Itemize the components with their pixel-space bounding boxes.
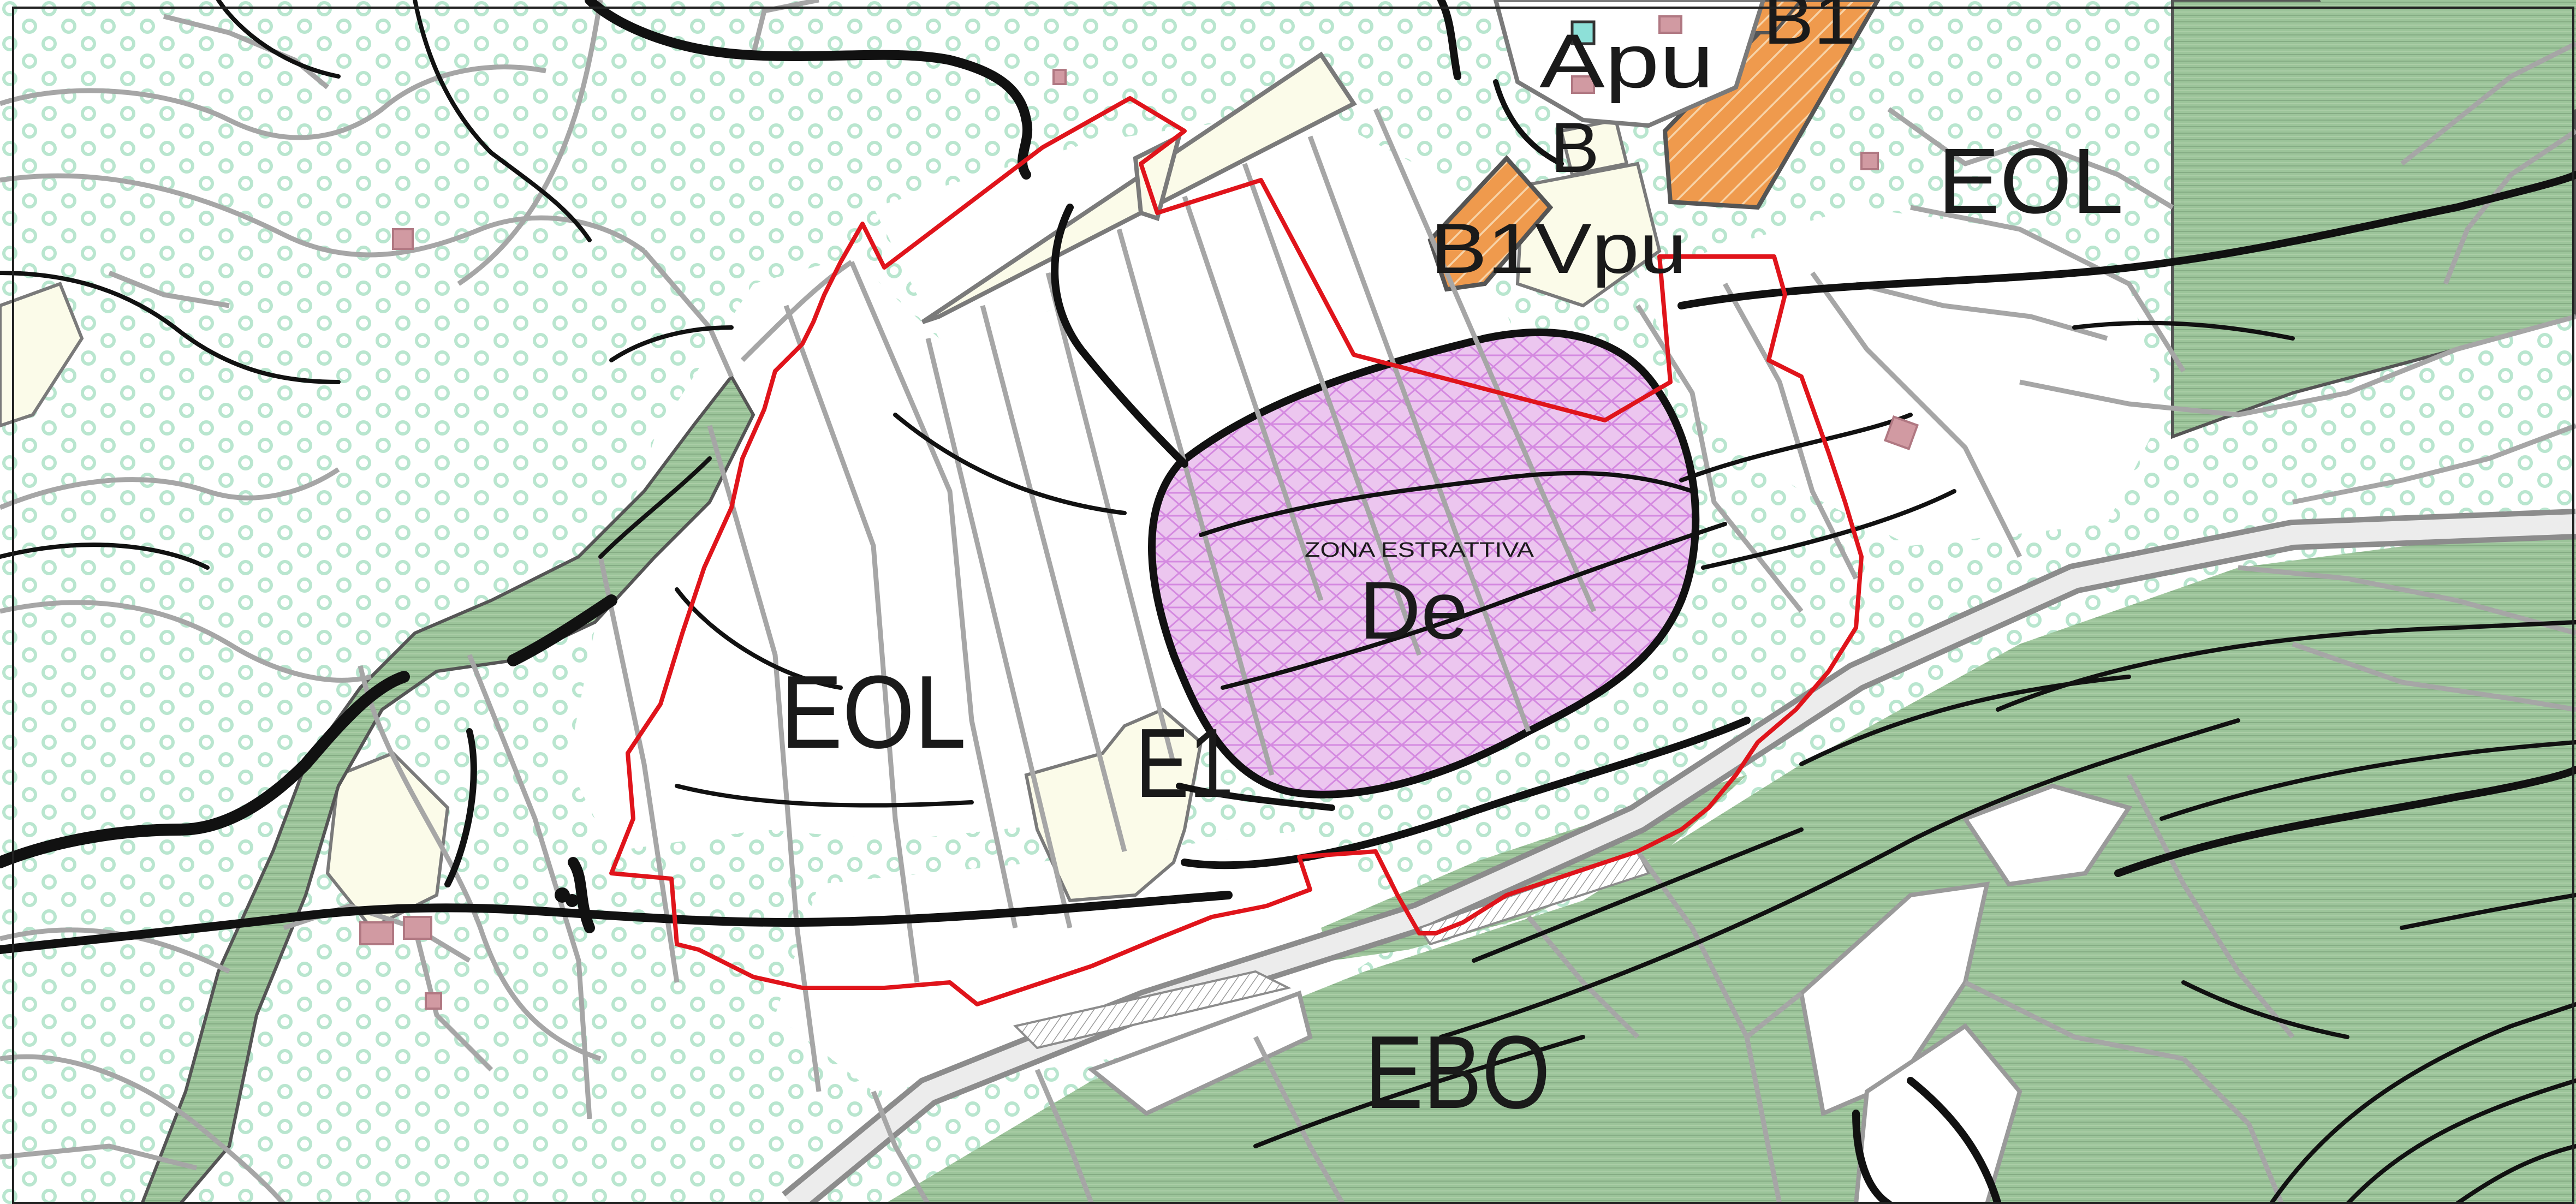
- b-zone-patch: [1559, 118, 1629, 177]
- map-frame-border: [12, 7, 2574, 1204]
- zone-label-eol-northeast: EOL: [1938, 129, 2123, 233]
- zone-label-de-caption: ZONA ESTRATTIVA: [1305, 539, 1534, 562]
- ebo-forest-zone-west: [140, 373, 755, 1204]
- zone-label-ebo: EBO: [1365, 1015, 1550, 1130]
- pond-symbols: [555, 887, 579, 907]
- residential-zone-b1-west: [1427, 155, 1554, 292]
- main-road-inner: [785, 514, 2576, 1204]
- study-area-boundary: [609, 96, 1864, 1006]
- zone-label-de: De: [1359, 564, 1468, 656]
- ebo-forest-zone-southeast: [2211, 862, 2576, 1204]
- apu-settlement-area: [1493, 0, 1766, 128]
- cyan-feature-apu: [1570, 20, 1596, 45]
- zone-label-b1: B1: [1763, 0, 1856, 59]
- zone-label-eol-center: EOL: [781, 654, 966, 770]
- zone-label-e1: E1: [1135, 708, 1234, 818]
- building-markers: [359, 15, 1919, 1010]
- road-embankment-strip: [1013, 970, 1292, 1050]
- zone-label-apu: Apu: [1539, 18, 1714, 104]
- agricultural-inclusion-in-forest-2: [1961, 783, 2133, 887]
- zone-label-b1vpu: B1Vpu: [1430, 208, 1687, 288]
- ebo-forest-zone-northeast-strip: [2320, 0, 2576, 136]
- agricultural-patch-far-west: [0, 282, 84, 428]
- residential-zone-b1-north: [1662, 0, 1881, 210]
- extractive-zone-de: [1148, 328, 1700, 798]
- b1vpu-zone-patch: [1515, 162, 1662, 308]
- zone-label-b: B: [1550, 108, 1599, 187]
- agricultural-inclusion-in-forest-4: [1087, 990, 1313, 1116]
